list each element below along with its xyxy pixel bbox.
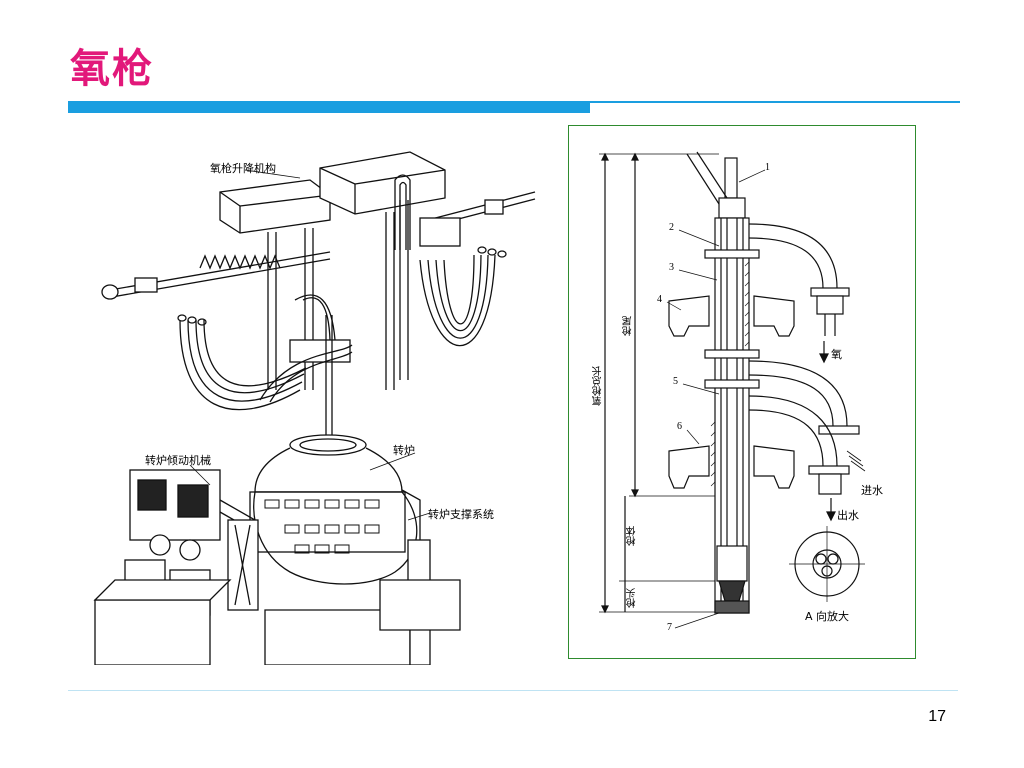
callout-6: 6 — [677, 421, 682, 432]
label-head: 枪头 — [627, 588, 638, 608]
title-accent-line — [590, 101, 960, 103]
callout-7: 7 — [667, 622, 672, 633]
label-tail: 枪尾 — [623, 316, 634, 336]
label-body: 枪体 — [627, 526, 638, 546]
label-detail-a: A 向放大 — [805, 610, 850, 623]
callout-2: 2 — [669, 222, 674, 233]
lance-structure-figure: 1 2 3 4 5 6 7 氧枪总长 枪尾 枪体 枪头 氧 进水 出水 A 向放… — [568, 125, 916, 659]
label-lift-mechanism: 氧枪升降机构 — [210, 162, 276, 175]
converter-figure: 氧枪升降机构 转炉倾动机械 转炉 转炉支撑系统 — [90, 140, 545, 665]
title-accent-bar — [68, 101, 590, 113]
lance-drawing — [599, 151, 866, 629]
footer-rule — [68, 690, 958, 691]
label-water-in: 进水 — [861, 484, 883, 497]
label-support-system: 转炉支撑系统 — [428, 508, 494, 521]
label-total-length: 氧枪总长 — [593, 366, 604, 406]
page-number: 17 — [928, 708, 946, 725]
label-converter: 转炉 — [393, 444, 415, 457]
callout-5: 5 — [673, 376, 678, 387]
slide-title: 氧枪 — [70, 46, 154, 92]
callout-3: 3 — [669, 262, 674, 273]
label-oxygen: 氧 — [831, 348, 842, 361]
converter-drawing — [93, 151, 536, 665]
callout-1: 1 — [765, 162, 770, 173]
label-water-out: 出水 — [837, 509, 859, 522]
label-tilting-mechanism: 转炉倾动机械 — [145, 454, 211, 467]
callout-4: 4 — [657, 294, 662, 305]
